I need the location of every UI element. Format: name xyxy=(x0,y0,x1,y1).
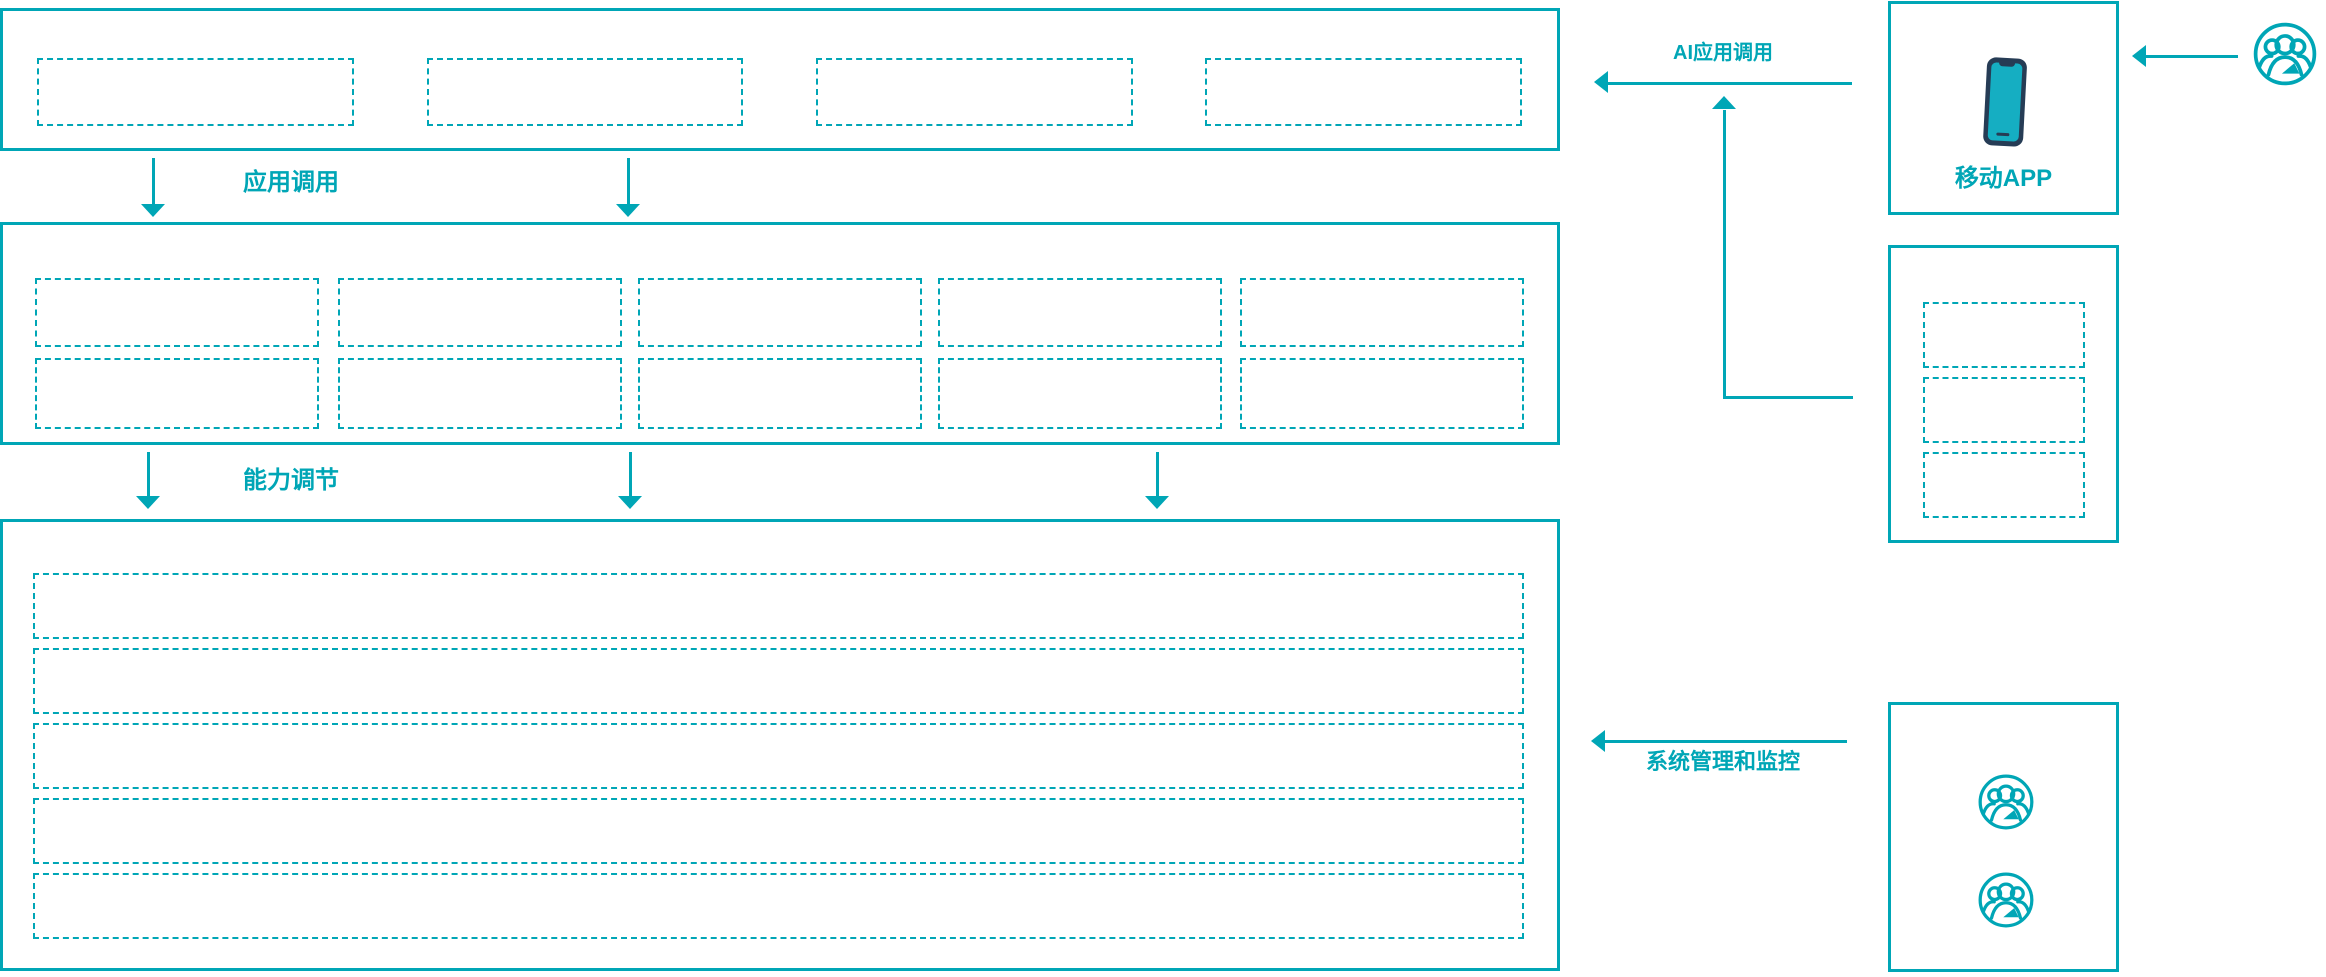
user-group-icon xyxy=(1978,774,2034,830)
system-monitor-label: 系统管理和监控 xyxy=(1646,749,1801,774)
capability-arrow2-line xyxy=(629,452,632,497)
app-call-label: 应用调用 xyxy=(243,169,339,196)
capability-arrow3-head xyxy=(1145,496,1169,509)
placeholder-slot xyxy=(1923,377,2085,443)
placeholder-row xyxy=(33,798,1524,864)
operators-box xyxy=(1888,702,2119,972)
app-call-arrow-head xyxy=(141,204,165,217)
placeholder-slot xyxy=(938,278,1222,347)
placeholder-slot xyxy=(638,358,922,429)
capability-arrow-line xyxy=(147,452,150,497)
placeholder-slot xyxy=(338,358,622,429)
right-panel-up-connector-line xyxy=(1723,110,1726,399)
ai-app-call-arrow-head xyxy=(1594,71,1608,93)
smartphone-icon xyxy=(1983,57,2027,147)
placeholder-slot xyxy=(35,278,319,347)
top-layer-box xyxy=(0,8,1560,151)
placeholder-slot xyxy=(1923,452,2085,518)
placeholder-slot xyxy=(427,58,743,126)
ai-app-call-arrow-line xyxy=(1608,82,1852,85)
bottom-layer-box xyxy=(0,519,1560,971)
user-to-app-arrow-head xyxy=(2132,45,2146,67)
user-group-icon xyxy=(2253,22,2317,86)
system-monitor-arrow-head xyxy=(1591,730,1605,752)
user-to-app-arrow-line xyxy=(2146,55,2238,58)
mobile-app-label: 移动APP xyxy=(1954,165,2053,192)
placeholder-slot xyxy=(816,58,1133,126)
placeholder-slot xyxy=(938,358,1222,429)
right-panel-box xyxy=(1888,245,2119,543)
placeholder-slot xyxy=(1240,358,1524,429)
capability-arrow2-head xyxy=(618,496,642,509)
placeholder-slot xyxy=(338,278,622,347)
placeholder-slot xyxy=(37,58,354,126)
placeholder-row xyxy=(33,723,1524,789)
app-call-arrow2-head xyxy=(616,204,640,217)
placeholder-slot xyxy=(1205,58,1522,126)
system-monitor-arrow-line xyxy=(1605,740,1847,743)
capability-arrow-head xyxy=(136,496,160,509)
app-call-arrow2-line xyxy=(627,158,630,205)
ai-app-call-label: AI应用调用 xyxy=(1673,42,1773,64)
user-group-icon xyxy=(1978,872,2034,928)
mobile-app-box: 移动APP xyxy=(1888,1,2119,215)
app-call-arrow-line xyxy=(152,158,155,205)
placeholder-slot xyxy=(1240,278,1524,347)
placeholder-slot xyxy=(35,358,319,429)
capability-arrow3-line xyxy=(1156,452,1159,497)
capability-adjust-label: 能力调节 xyxy=(243,467,339,494)
placeholder-slot xyxy=(638,278,922,347)
placeholder-row xyxy=(33,873,1524,939)
placeholder-slot xyxy=(1923,302,2085,368)
right-panel-up-connector-head xyxy=(1712,96,1736,109)
placeholder-row xyxy=(33,648,1524,714)
middle-layer-box xyxy=(0,222,1560,445)
right-panel-up-connector-base xyxy=(1723,396,1853,399)
placeholder-row xyxy=(33,573,1524,639)
